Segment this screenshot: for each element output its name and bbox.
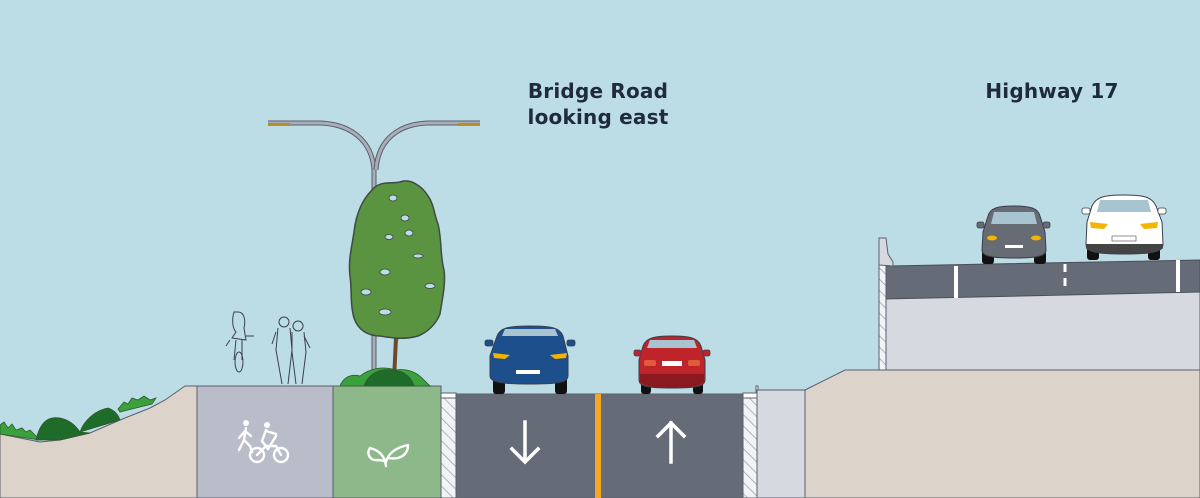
green-boulevard [332, 385, 442, 498]
highway-deck [878, 237, 1200, 371]
arrow-down-icon [509, 420, 541, 465]
bridge-road-label-line1: Bridge Road [527, 79, 669, 103]
tree-icon [339, 180, 446, 387]
leaf-icon [367, 443, 410, 468]
street-light-icon [268, 120, 480, 380]
road [455, 393, 744, 498]
jersey-barrier [878, 237, 894, 267]
centre-line [595, 394, 601, 498]
bridge-road-label-line2: looking east [527, 105, 669, 129]
red-car [633, 335, 711, 394]
cyclist-and-pedestrians-icon [225, 311, 311, 385]
grey-car [976, 205, 1051, 264]
pedestrian-cyclist-icon [237, 420, 290, 464]
white-car [1081, 194, 1167, 260]
embankment-left [0, 385, 198, 498]
blue-car [484, 325, 576, 394]
highway-label: Highway 17 [985, 79, 1119, 103]
arrow-up-icon [655, 420, 687, 464]
embankment-right [804, 369, 1200, 498]
curb-right [742, 385, 759, 498]
sidewalk-right [756, 389, 806, 498]
shared-path [196, 385, 334, 498]
shrubs-icon [0, 395, 157, 441]
bridge-road-label: Bridge Road looking east [500, 78, 696, 130]
curb-left [440, 386, 457, 498]
